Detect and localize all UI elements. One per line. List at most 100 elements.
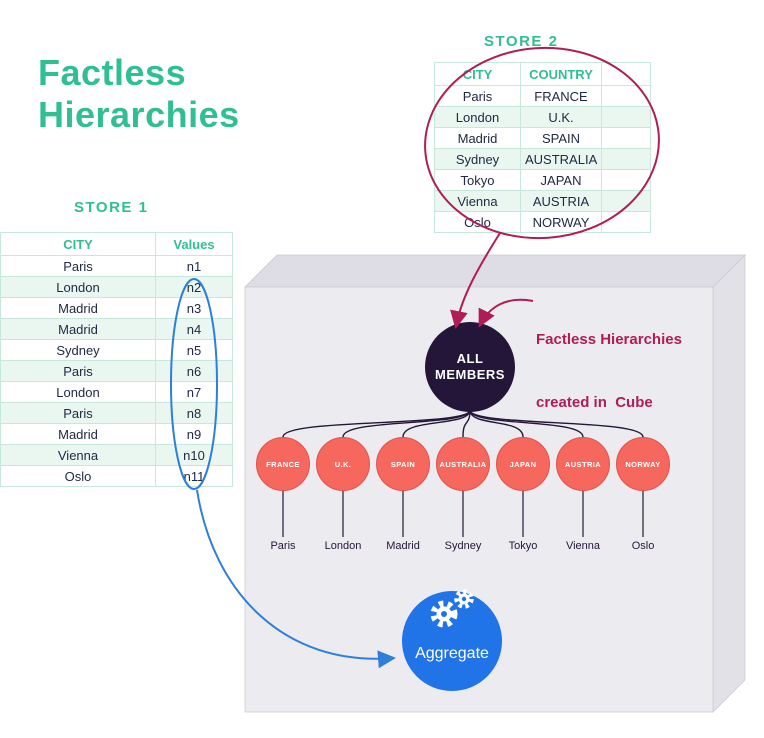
cell-city: Tokyo <box>434 169 521 191</box>
annotation-line2: created in Cube <box>536 394 653 411</box>
cell-city: Paris <box>434 85 521 107</box>
country-label: SPAIN <box>390 459 416 469</box>
city-label-sydney: Sydney <box>444 540 482 552</box>
cell-city: Paris <box>0 402 156 424</box>
cell-value: n8 <box>155 402 233 424</box>
store1-label: STORE 1 <box>74 199 149 216</box>
cell-city: Sydney <box>434 148 521 170</box>
cell-city: Oslo <box>0 465 156 487</box>
cell-city: Oslo <box>434 211 521 233</box>
city-label-tokyo: Tokyo <box>508 540 538 552</box>
cell-value: n11 <box>155 465 233 487</box>
country-node-australia: AUSTRALIA <box>436 437 490 491</box>
cell-value: n1 <box>155 255 233 277</box>
country-label: NORWAY <box>625 459 661 469</box>
cell-value: n10 <box>155 444 233 466</box>
cell-city: Madrid <box>434 127 521 149</box>
all-members-line2: MEMBERS <box>435 367 505 382</box>
cell-value: n9 <box>155 423 233 445</box>
cell-country: AUSTRALIA <box>520 148 602 170</box>
cell-city: Madrid <box>0 318 156 340</box>
page-title-line2: Hierarchies <box>38 94 240 136</box>
store2-col-country: COUNTRY <box>520 62 602 86</box>
cell-country: AUSTRIA <box>520 190 602 212</box>
cell-country: NORWAY <box>520 211 602 233</box>
cell-country: FRANCE <box>520 85 602 107</box>
cell-value: n3 <box>155 297 233 319</box>
annotation-to-root-arrow <box>478 298 534 328</box>
city-label-oslo: Oslo <box>631 540 655 552</box>
cell-country: U.K. <box>520 106 602 128</box>
country-label: FRANCE <box>266 459 300 469</box>
aggregate-label: Aggregate <box>415 645 489 662</box>
cell-empty <box>601 190 651 212</box>
cell-value: n7 <box>155 381 233 403</box>
country-node-spain: SPAIN <box>376 437 430 491</box>
tree-leaf-stems <box>282 491 644 537</box>
city-label-vienna: Vienna <box>565 540 601 552</box>
cell-city: Madrid <box>0 423 156 445</box>
cell-city: London <box>0 276 156 298</box>
store2-col-city: CITY <box>434 62 521 86</box>
cell-city: Vienna <box>434 190 521 212</box>
cell-city: Paris <box>0 255 156 277</box>
cell-empty <box>601 169 651 191</box>
cell-value: n6 <box>155 360 233 382</box>
cell-country: SPAIN <box>520 127 602 149</box>
cell-empty <box>601 85 651 107</box>
cell-city: London <box>0 381 156 403</box>
cell-city: London <box>434 106 521 128</box>
country-label: AUSTRIA <box>564 459 602 469</box>
cell-city: Vienna <box>0 444 156 466</box>
aggregate-node: Aggregate <box>402 591 502 691</box>
country-label: AUSTRALIA <box>439 459 487 469</box>
city-label-madrid: Madrid <box>386 540 420 552</box>
values-to-aggregate-arrow <box>196 489 396 669</box>
store2-col-empty <box>601 62 651 86</box>
store1-col-city: CITY <box>0 232 156 256</box>
country-node-france: FRANCE <box>256 437 310 491</box>
cell-value: n5 <box>155 339 233 361</box>
all-members-node: ALL MEMBERS <box>425 322 515 412</box>
cell-value: n4 <box>155 318 233 340</box>
cube-annotation: Factless Hierarchies created in Cube <box>536 287 682 455</box>
city-label-paris: Paris <box>270 540 296 552</box>
country-label: JAPAN <box>509 459 537 469</box>
store2-label: STORE 2 <box>484 33 559 50</box>
cell-city: Paris <box>0 360 156 382</box>
store1-col-values: Values <box>155 232 233 256</box>
cell-empty <box>601 148 651 170</box>
cube-top-face <box>244 254 746 288</box>
country-node-uk: U.K. <box>316 437 370 491</box>
country-label: U.K. <box>334 459 352 469</box>
page-title-line1: Factless <box>38 52 187 93</box>
page-title: Factless Hierarchies <box>38 52 240 137</box>
cell-city: Madrid <box>0 297 156 319</box>
all-members-line1: ALL <box>456 350 484 366</box>
store2-to-root-arrow <box>450 232 501 329</box>
city-label-london: London <box>324 540 362 552</box>
cube-right-face <box>712 254 746 713</box>
cell-empty <box>601 106 651 128</box>
cell-empty <box>601 127 651 149</box>
store1-header-row: CITY Values <box>0 232 233 256</box>
annotation-line1: Factless Hierarchies <box>536 331 682 348</box>
